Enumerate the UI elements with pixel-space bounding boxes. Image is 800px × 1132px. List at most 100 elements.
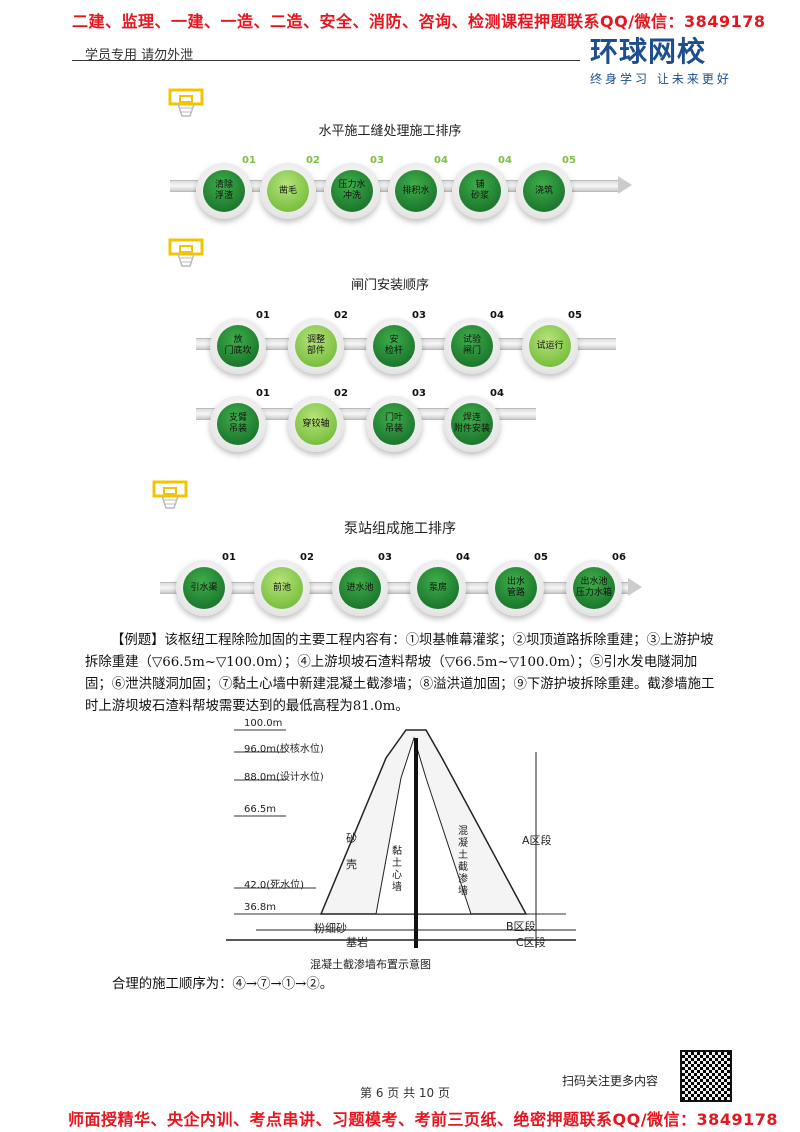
step-label: 调整 部件 [295, 325, 337, 367]
step-circle: 门叶 吊装 [366, 396, 422, 452]
basketball-hoop-icon [152, 480, 188, 509]
step-label: 支臂 吊装 [217, 403, 259, 445]
step-number: 04 [490, 388, 504, 399]
step-circle: 出水 管路 [488, 560, 544, 616]
diagram-caption: 混凝土截渗墙布置示意图 [310, 958, 431, 971]
qr-code-icon[interactable] [680, 1050, 732, 1102]
step-number: 02 [300, 552, 314, 563]
header-divider [72, 60, 580, 61]
step-circle: 凿毛 [260, 163, 316, 219]
step-label: 焊连 附件安装 [451, 403, 493, 445]
clay-core-label: 黏 土 心 墙 [392, 846, 402, 893]
step-circle: 清除 浮渣 [196, 163, 252, 219]
process-step: 出水 管路 05 [488, 552, 548, 616]
step-label: 放 门底坎 [217, 325, 259, 367]
step-label: 门叶 吊装 [373, 403, 415, 445]
step-label: 引水渠 [183, 567, 225, 609]
step-circle: 引水渠 [176, 560, 232, 616]
cutoff-wall-label: 混 凝 土 截 渗 墙 [458, 826, 468, 897]
step-number: 01 [256, 310, 270, 321]
step-label: 排积水 [395, 170, 437, 212]
step-number: 04 [434, 155, 448, 166]
step-label: 出水 管路 [495, 567, 537, 609]
brand-logo: 环球网校 终身学习 让未来更好 [590, 30, 740, 87]
logo-text: 环球网校 [590, 35, 707, 68]
flow-arrow-icon [628, 578, 642, 596]
process-step: 调整 部件 02 [288, 310, 348, 374]
step-circle: 调整 部件 [288, 318, 344, 374]
section-title-gate-install: 闸门安装顺序 [350, 278, 429, 293]
step-circle: 安 检杆 [366, 318, 422, 374]
step-number: 04 [490, 310, 504, 321]
level-label-88: 88.0m(设计水位) [244, 772, 324, 783]
logo-slogan: 终身学习 让未来更好 [590, 72, 732, 86]
level-label-42: 42.0(死水位) [244, 880, 305, 891]
dam-cross-section-diagram [226, 729, 576, 948]
step-number: 05 [568, 310, 582, 321]
step-circle: 出水池 压力水箱 [566, 560, 622, 616]
step-number: 02 [306, 155, 320, 166]
step-circle: 焊连 附件安装 [444, 396, 500, 452]
process-step: 放 门底坎 01 [210, 310, 270, 374]
step-label: 浇筑 [523, 170, 565, 212]
bottom-banner: 师面授精华、央企内训、考点串讲、习题模考、考前三页纸、绝密押题联系QQ/微信：3… [68, 1110, 778, 1129]
step-circle: 压力水 冲洗 [324, 163, 380, 219]
zone-b-label: B区段 [506, 920, 536, 933]
step-label: 穿铰轴 [295, 403, 337, 445]
step-label: 试验 闸门 [451, 325, 493, 367]
zone-a-label: A区段 [522, 834, 552, 847]
step-number: 04 [456, 552, 470, 563]
section-title-construction-joint: 水平施工缝处理施工排序 [318, 124, 462, 139]
step-label: 进水池 [339, 567, 381, 609]
process-step: 浇筑 05 [516, 155, 576, 219]
level-label-96: 96.0m(校核水位) [244, 744, 324, 755]
step-number: 02 [334, 310, 348, 321]
step-circle: 试运行 [522, 318, 578, 374]
step-label: 泵房 [417, 567, 459, 609]
level-label-368: 36.8m [244, 902, 277, 913]
step-circle: 试验 闸门 [444, 318, 500, 374]
step-number: 04 [498, 155, 512, 166]
step-number: 05 [562, 155, 576, 166]
level-label-665: 66.5m [244, 804, 277, 815]
step-circle: 支臂 吊装 [210, 396, 266, 452]
process-step: 引水渠 01 [176, 552, 236, 616]
step-circle: 排积水 [388, 163, 444, 219]
step-label: 压力水 冲洗 [331, 170, 373, 212]
example-paragraph: 【例题】该枢纽工程除险加固的主要工程内容有：①坝基帷幕灌浆；②坝顶道路拆除重建；… [85, 633, 715, 714]
core-outline [375, 736, 472, 915]
process-step: 穿铰轴 02 [288, 388, 348, 452]
answer-line: 合理的施工顺序为：④→⑦→①→②。 [112, 977, 334, 992]
step-number: 03 [412, 310, 426, 321]
step-circle: 浇筑 [516, 163, 572, 219]
step-number: 03 [370, 155, 384, 166]
step-label: 出水池 压力水箱 [573, 567, 615, 609]
step-number: 05 [534, 552, 548, 563]
process-step: 支臂 吊装 01 [210, 388, 270, 452]
step-label: 前池 [261, 567, 303, 609]
page-number: 第 6 页 共 10 页 [360, 1086, 450, 1100]
step-label: 凿毛 [267, 170, 309, 212]
step-number: 01 [222, 552, 236, 563]
basketball-hoop-icon [168, 88, 204, 117]
step-number: 01 [256, 388, 270, 399]
fine-sand-label: 粉细砂 [314, 922, 347, 935]
basketball-hoop-icon [168, 238, 204, 267]
step-number: 02 [334, 388, 348, 399]
step-circle: 进水池 [332, 560, 388, 616]
sand-shell-label: 砂 壳 [346, 832, 357, 871]
step-circle: 穿铰轴 [288, 396, 344, 452]
step-circle: 铺 砂浆 [452, 163, 508, 219]
process-step: 排积水 04 [388, 155, 448, 219]
step-circle: 放 门底坎 [210, 318, 266, 374]
section-title-pump-station: 泵站组成施工排序 [344, 521, 456, 537]
process-step: 试验 闸门 04 [444, 310, 504, 374]
